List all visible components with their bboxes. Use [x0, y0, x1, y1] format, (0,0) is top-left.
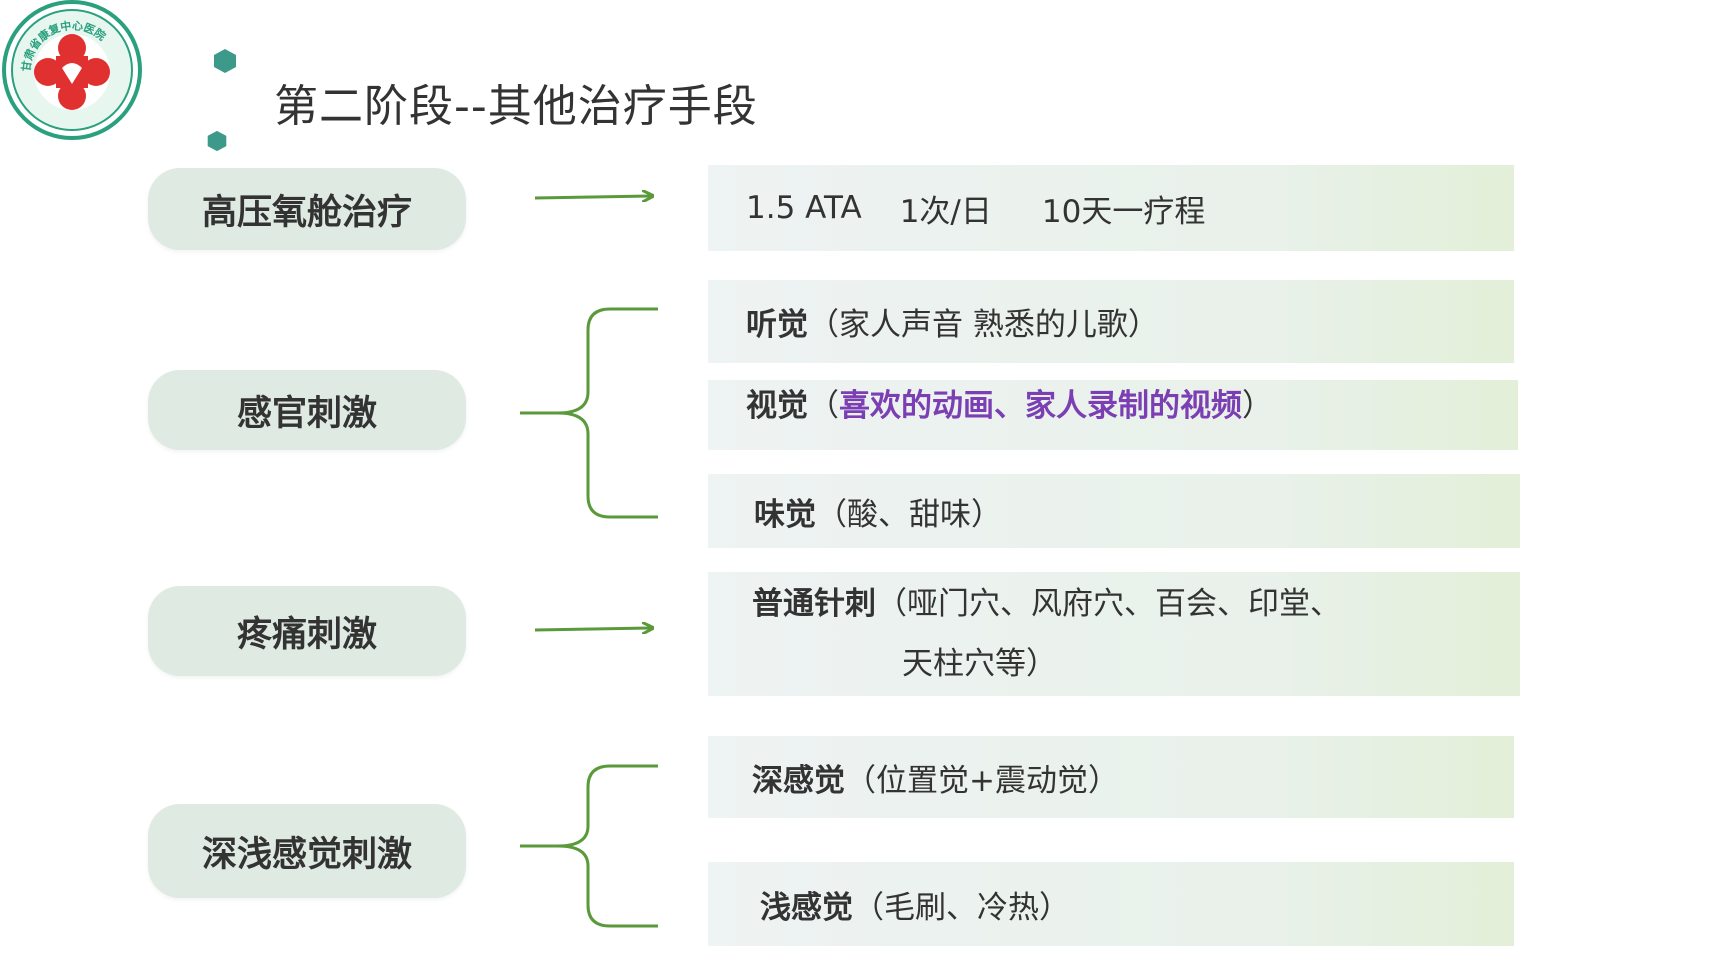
brace-icon — [520, 764, 658, 928]
detail-taste: 味觉 （酸、甜味） — [708, 474, 1520, 548]
category-pain-stimulation: 疼痛刺激 — [148, 586, 466, 676]
detail-hyperbaric-oxygen: 1.5 ATA 1次/日 10天一疗程 — [708, 165, 1514, 251]
detail-paren-open: （ — [808, 388, 839, 424]
detail-shallow-sensation: 浅感觉 （毛刷、冷热） — [708, 862, 1514, 946]
detail-label: 味觉 — [754, 496, 816, 533]
detail-course: 10天一疗程 — [1041, 193, 1206, 230]
detail-label: 视觉 — [746, 388, 808, 424]
detail-label: 普通针刺 — [752, 586, 876, 622]
arrow-icon — [534, 196, 652, 198]
detail-deep-sensation: 深感觉 （位置觉+震动觉） — [708, 736, 1514, 818]
detail-label: 听觉 — [746, 307, 808, 343]
category-sensory-stimulation: 感官刺激 — [148, 370, 466, 450]
title-dot-icon — [214, 49, 236, 73]
detail-label: 浅感觉 — [760, 889, 853, 926]
detail-line1: （哑门穴、风府穴、百会、印堂、 — [876, 586, 1341, 622]
detail-pressure: 1.5 ATA — [746, 190, 862, 226]
brace-icon — [520, 307, 658, 519]
detail-line2: 天柱穴等） — [902, 646, 1057, 682]
category-deep-shallow-sensation: 深浅感觉刺激 — [148, 804, 466, 898]
detail-paren: （酸、甜味） — [816, 496, 1002, 533]
detail-label: 深感觉 — [752, 762, 845, 799]
detail-highlight: 喜欢的动画、家人录制的视频 — [839, 388, 1242, 424]
detail-acupuncture: 普通针刺（哑门穴、风府穴、百会、印堂、 天柱穴等） — [708, 572, 1520, 696]
page-title: 第二阶段--其他治疗手段 — [274, 81, 758, 132]
detail-frequency: 1次/日 — [899, 193, 992, 230]
hospital-logo: 甘肃省康复中心医院 — [2, 0, 142, 140]
detail-hearing: 听觉 （家人声音 熟悉的儿歌） — [708, 280, 1514, 363]
detail-vision: 视觉 （ 喜欢的动画、家人录制的视频 ） — [708, 380, 1518, 450]
detail-paren-close: ） — [1242, 388, 1273, 424]
detail-paren: （毛刷、冷热） — [853, 889, 1070, 926]
title-dot-icon — [207, 130, 227, 152]
detail-paren: （位置觉+震动觉） — [845, 762, 1119, 799]
arrow-icon — [534, 628, 652, 630]
detail-paren: （家人声音 熟悉的儿歌） — [808, 307, 1159, 343]
category-hyperbaric-oxygen: 高压氧舱治疗 — [148, 168, 466, 250]
